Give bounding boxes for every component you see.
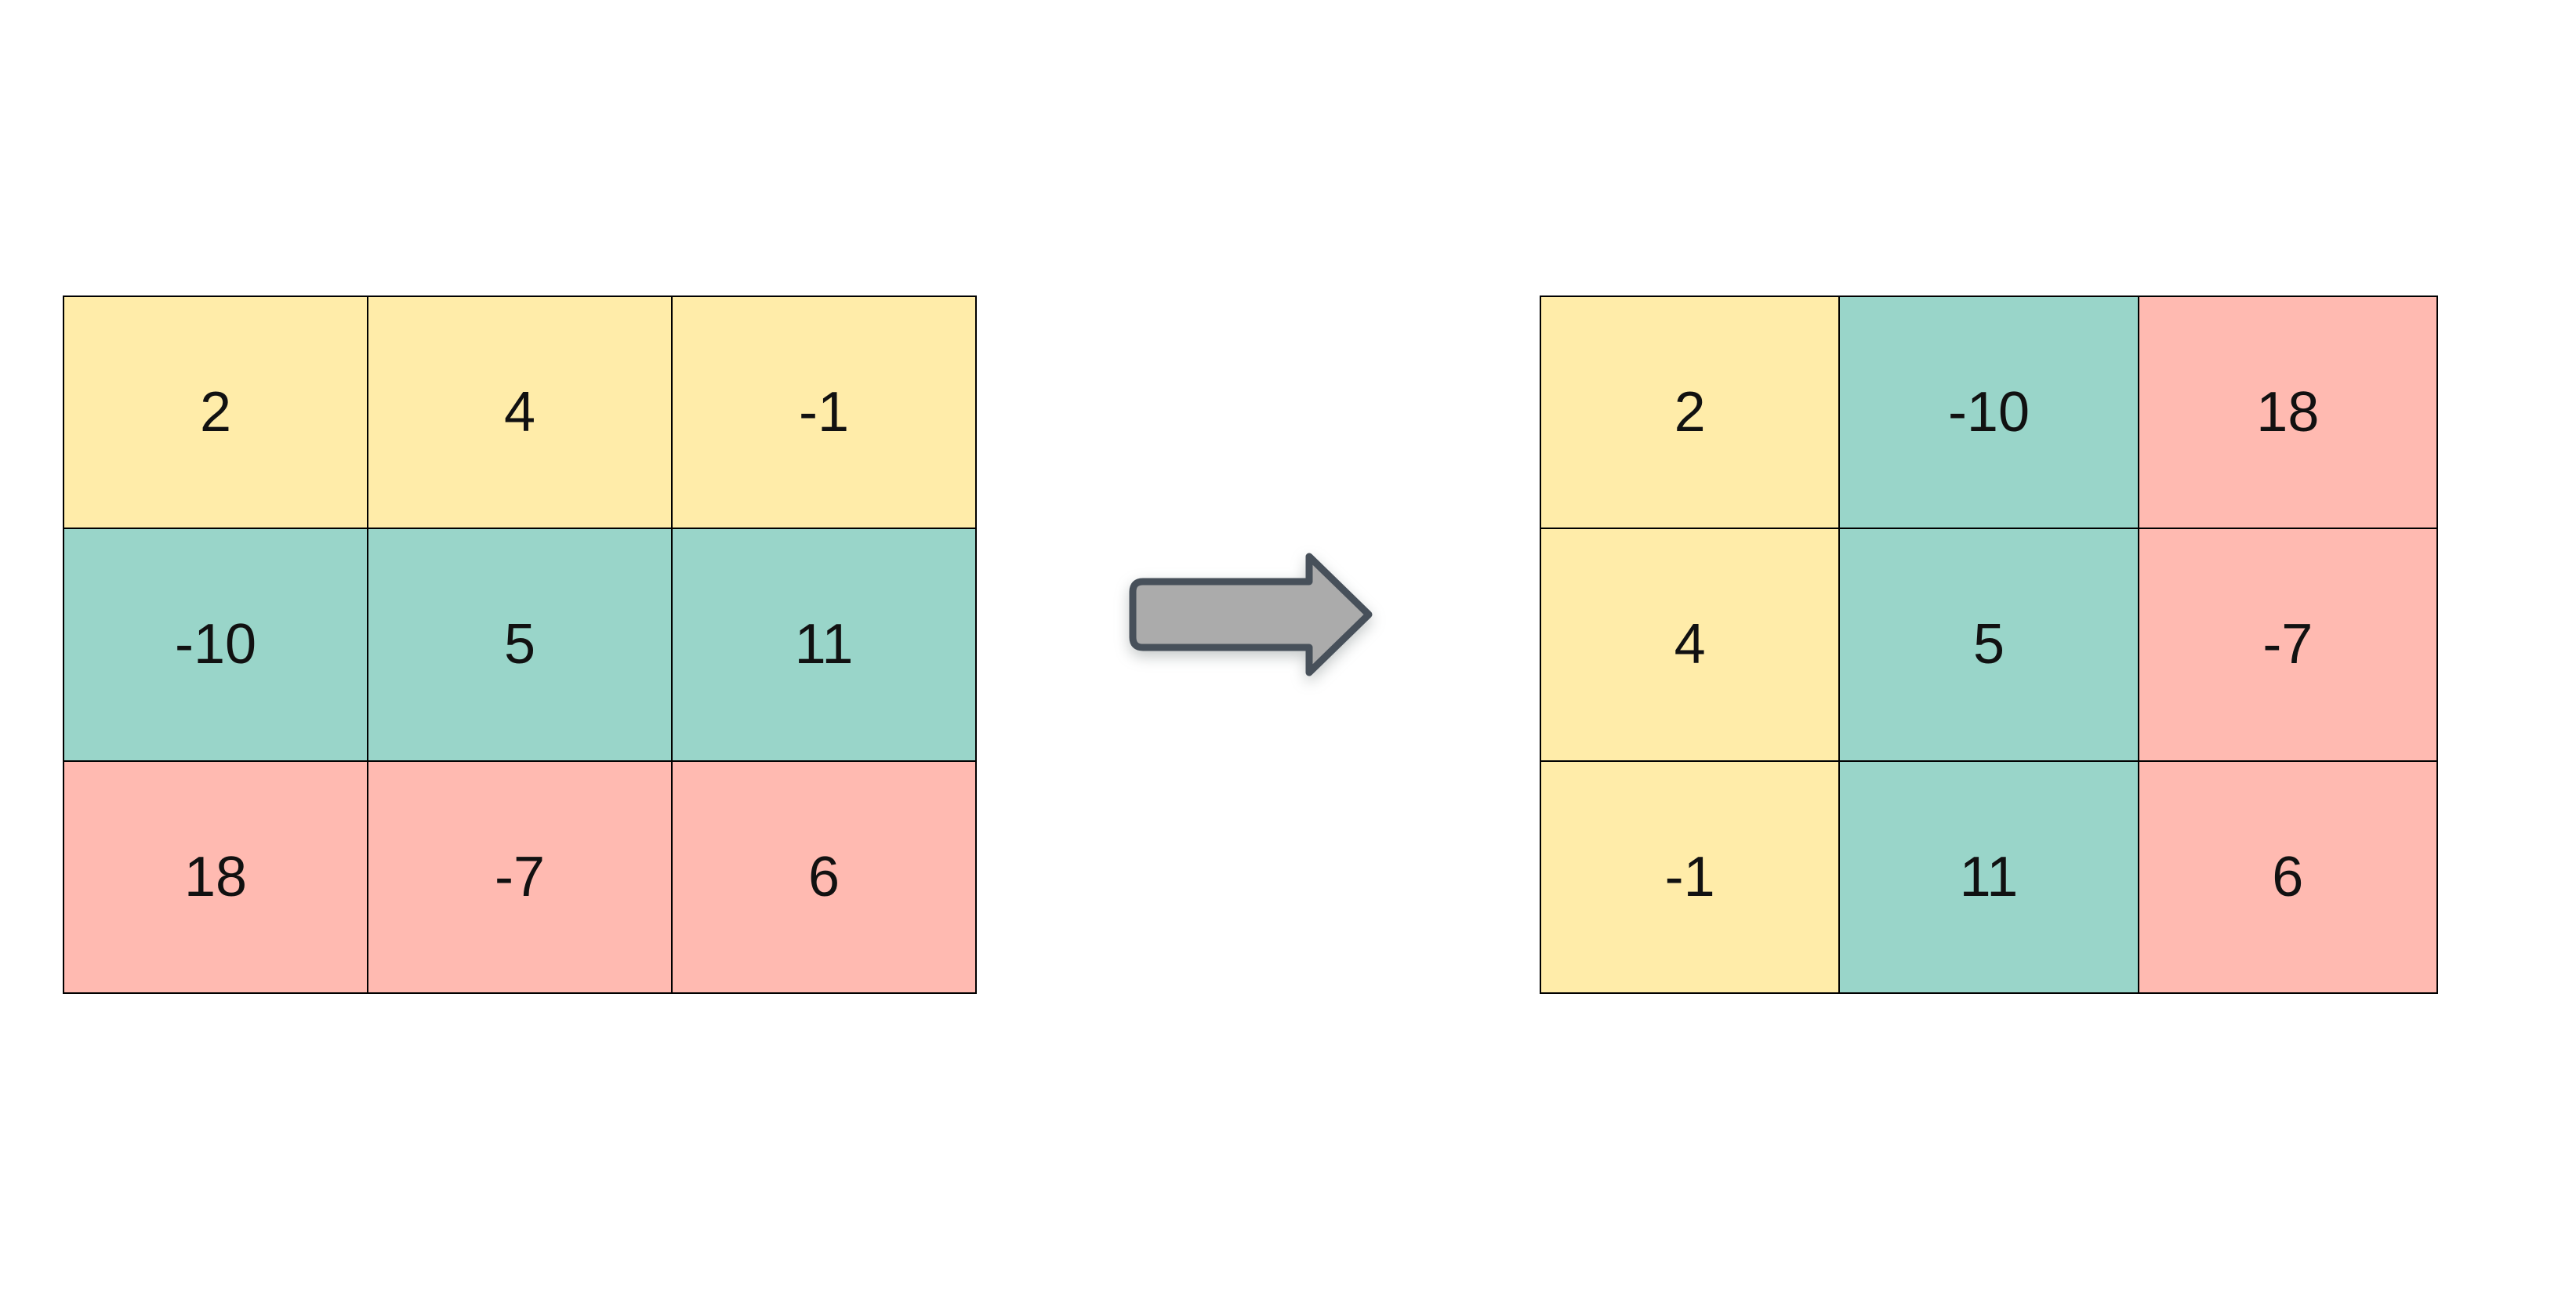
matrix-cell: 2 [1541, 297, 1839, 528]
matrix-cell: -1 [1541, 761, 1839, 992]
matrix-cell: -10 [1840, 297, 2138, 528]
right-matrix: 2 -10 18 4 5 -7 -1 11 6 [1540, 296, 2438, 994]
matrix-cell: 2 [64, 297, 367, 528]
right-arrow-icon [1123, 549, 1378, 680]
left-matrix: 2 4 -1 -10 5 11 18 -7 6 [63, 296, 977, 994]
matrix-cell: -7 [2139, 529, 2436, 760]
matrix-cell: 11 [1840, 761, 2138, 992]
matrix-cell: -10 [64, 529, 367, 760]
matrix-cell: 5 [1840, 529, 2138, 760]
matrix-cell: 18 [2139, 297, 2436, 528]
matrix-cell: 18 [64, 761, 367, 992]
matrix-cell: 4 [368, 297, 671, 528]
matrix-cell: 4 [1541, 529, 1839, 760]
matrix-cell: -7 [368, 761, 671, 992]
matrix-cell: 5 [368, 529, 671, 760]
matrix-cell: 6 [673, 761, 975, 992]
matrix-cell: 11 [673, 529, 975, 760]
matrix-cell: -1 [673, 297, 975, 528]
matrix-cell: 6 [2139, 761, 2436, 992]
